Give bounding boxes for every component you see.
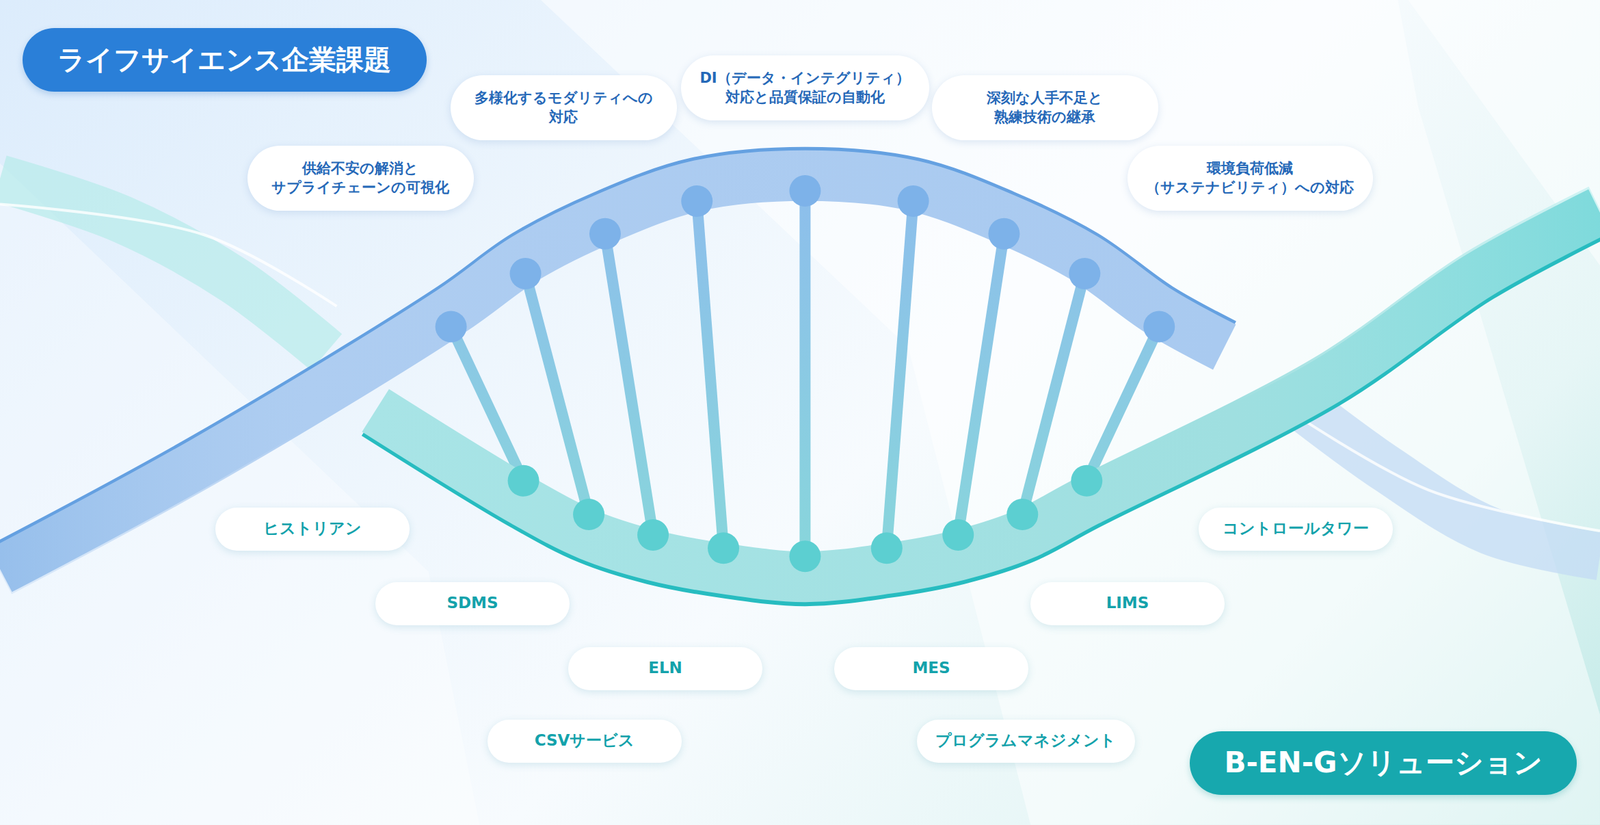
pill-label: DI（データ・インテグリティ） 対応と品質保証の自動化: [698, 68, 912, 108]
solution-pill: LIMS: [1030, 581, 1225, 625]
base-dot: [789, 175, 821, 207]
base-dot: [681, 185, 713, 217]
solution-pill: ヒストリアン: [215, 507, 410, 551]
base-dot: [789, 540, 821, 572]
challenge-pill: 環境負荷低減 （サステナビリティ）への対応: [1127, 145, 1373, 211]
base-dot: [572, 498, 605, 530]
challenge-pill: 供給不安の解消と サプライチェーンの可視化: [247, 145, 474, 211]
pill-label: プログラムマネジメント: [934, 729, 1118, 751]
base-pair-rung: [886, 201, 914, 548]
base-pair-rung: [799, 190, 811, 556]
solution-pill: MES: [834, 646, 1029, 690]
base-dot: [707, 531, 740, 564]
base-dot: [1006, 498, 1038, 530]
blue-strand: [0, 175, 1225, 572]
base-pair-rung: [696, 201, 724, 548]
challenge-pill: DI（データ・インテグリティ） 対応と品質保証の自動化: [681, 55, 930, 121]
base-dot: [942, 518, 974, 551]
base-dot: [871, 531, 903, 564]
base-dot: [435, 311, 468, 343]
pill-label: 深刻な人手不足と 熟練技術の継承: [985, 88, 1105, 128]
pill-label: MES: [911, 657, 952, 679]
challenge-pill: 深刻な人手不足と 熟練技術の継承: [931, 75, 1159, 141]
background-line: [0, 203, 337, 306]
solution-pill: SDMS: [375, 581, 570, 625]
challenge-pill: 多様化するモダリティへの 対応: [450, 75, 677, 141]
solution-pill: プログラムマネジメント: [916, 719, 1136, 763]
pill-label: ELN: [647, 657, 684, 679]
pill-label: ライフサイエンス企業課題: [56, 41, 393, 78]
pill-label: コントロールタワー: [1221, 517, 1371, 539]
background-panel: [540, 0, 1600, 825]
base-dot: [508, 464, 540, 497]
pill-label: LIMS: [1104, 592, 1151, 614]
pill-label: 環境負荷低減 （サステナビリティ）への対応: [1145, 158, 1356, 198]
pill-label: 供給不安の解消と サプライチェーンの可視化: [270, 158, 451, 198]
pill-label: ヒストリアン: [262, 517, 364, 539]
base-dot: [637, 518, 669, 551]
base-pair-rung: [957, 233, 1004, 535]
solution-heading-pill: B-EN-Gソリューション: [1189, 730, 1577, 795]
solution-pill: ELN: [568, 646, 763, 690]
pill-label: B-EN-Gソリューション: [1223, 743, 1544, 783]
pill-label: CSVサービス: [533, 729, 636, 751]
solution-pill: コントロールタワー: [1198, 507, 1393, 551]
challenge-heading-pill: ライフサイエンス企業課題: [22, 28, 427, 92]
base-dot: [1070, 464, 1103, 497]
pill-label: SDMS: [445, 592, 500, 614]
base-dot: [1143, 311, 1175, 343]
base-dot: [589, 218, 621, 250]
base-dot: [988, 218, 1020, 250]
base-dot: [510, 257, 542, 290]
base-dot: [1068, 257, 1101, 290]
base-dot: [897, 185, 930, 217]
pill-label: 多様化するモダリティへの 対応: [473, 88, 654, 128]
background-panel: [0, 163, 480, 825]
base-pair-rung: [605, 233, 653, 535]
solution-pill: CSVサービス: [487, 719, 682, 763]
